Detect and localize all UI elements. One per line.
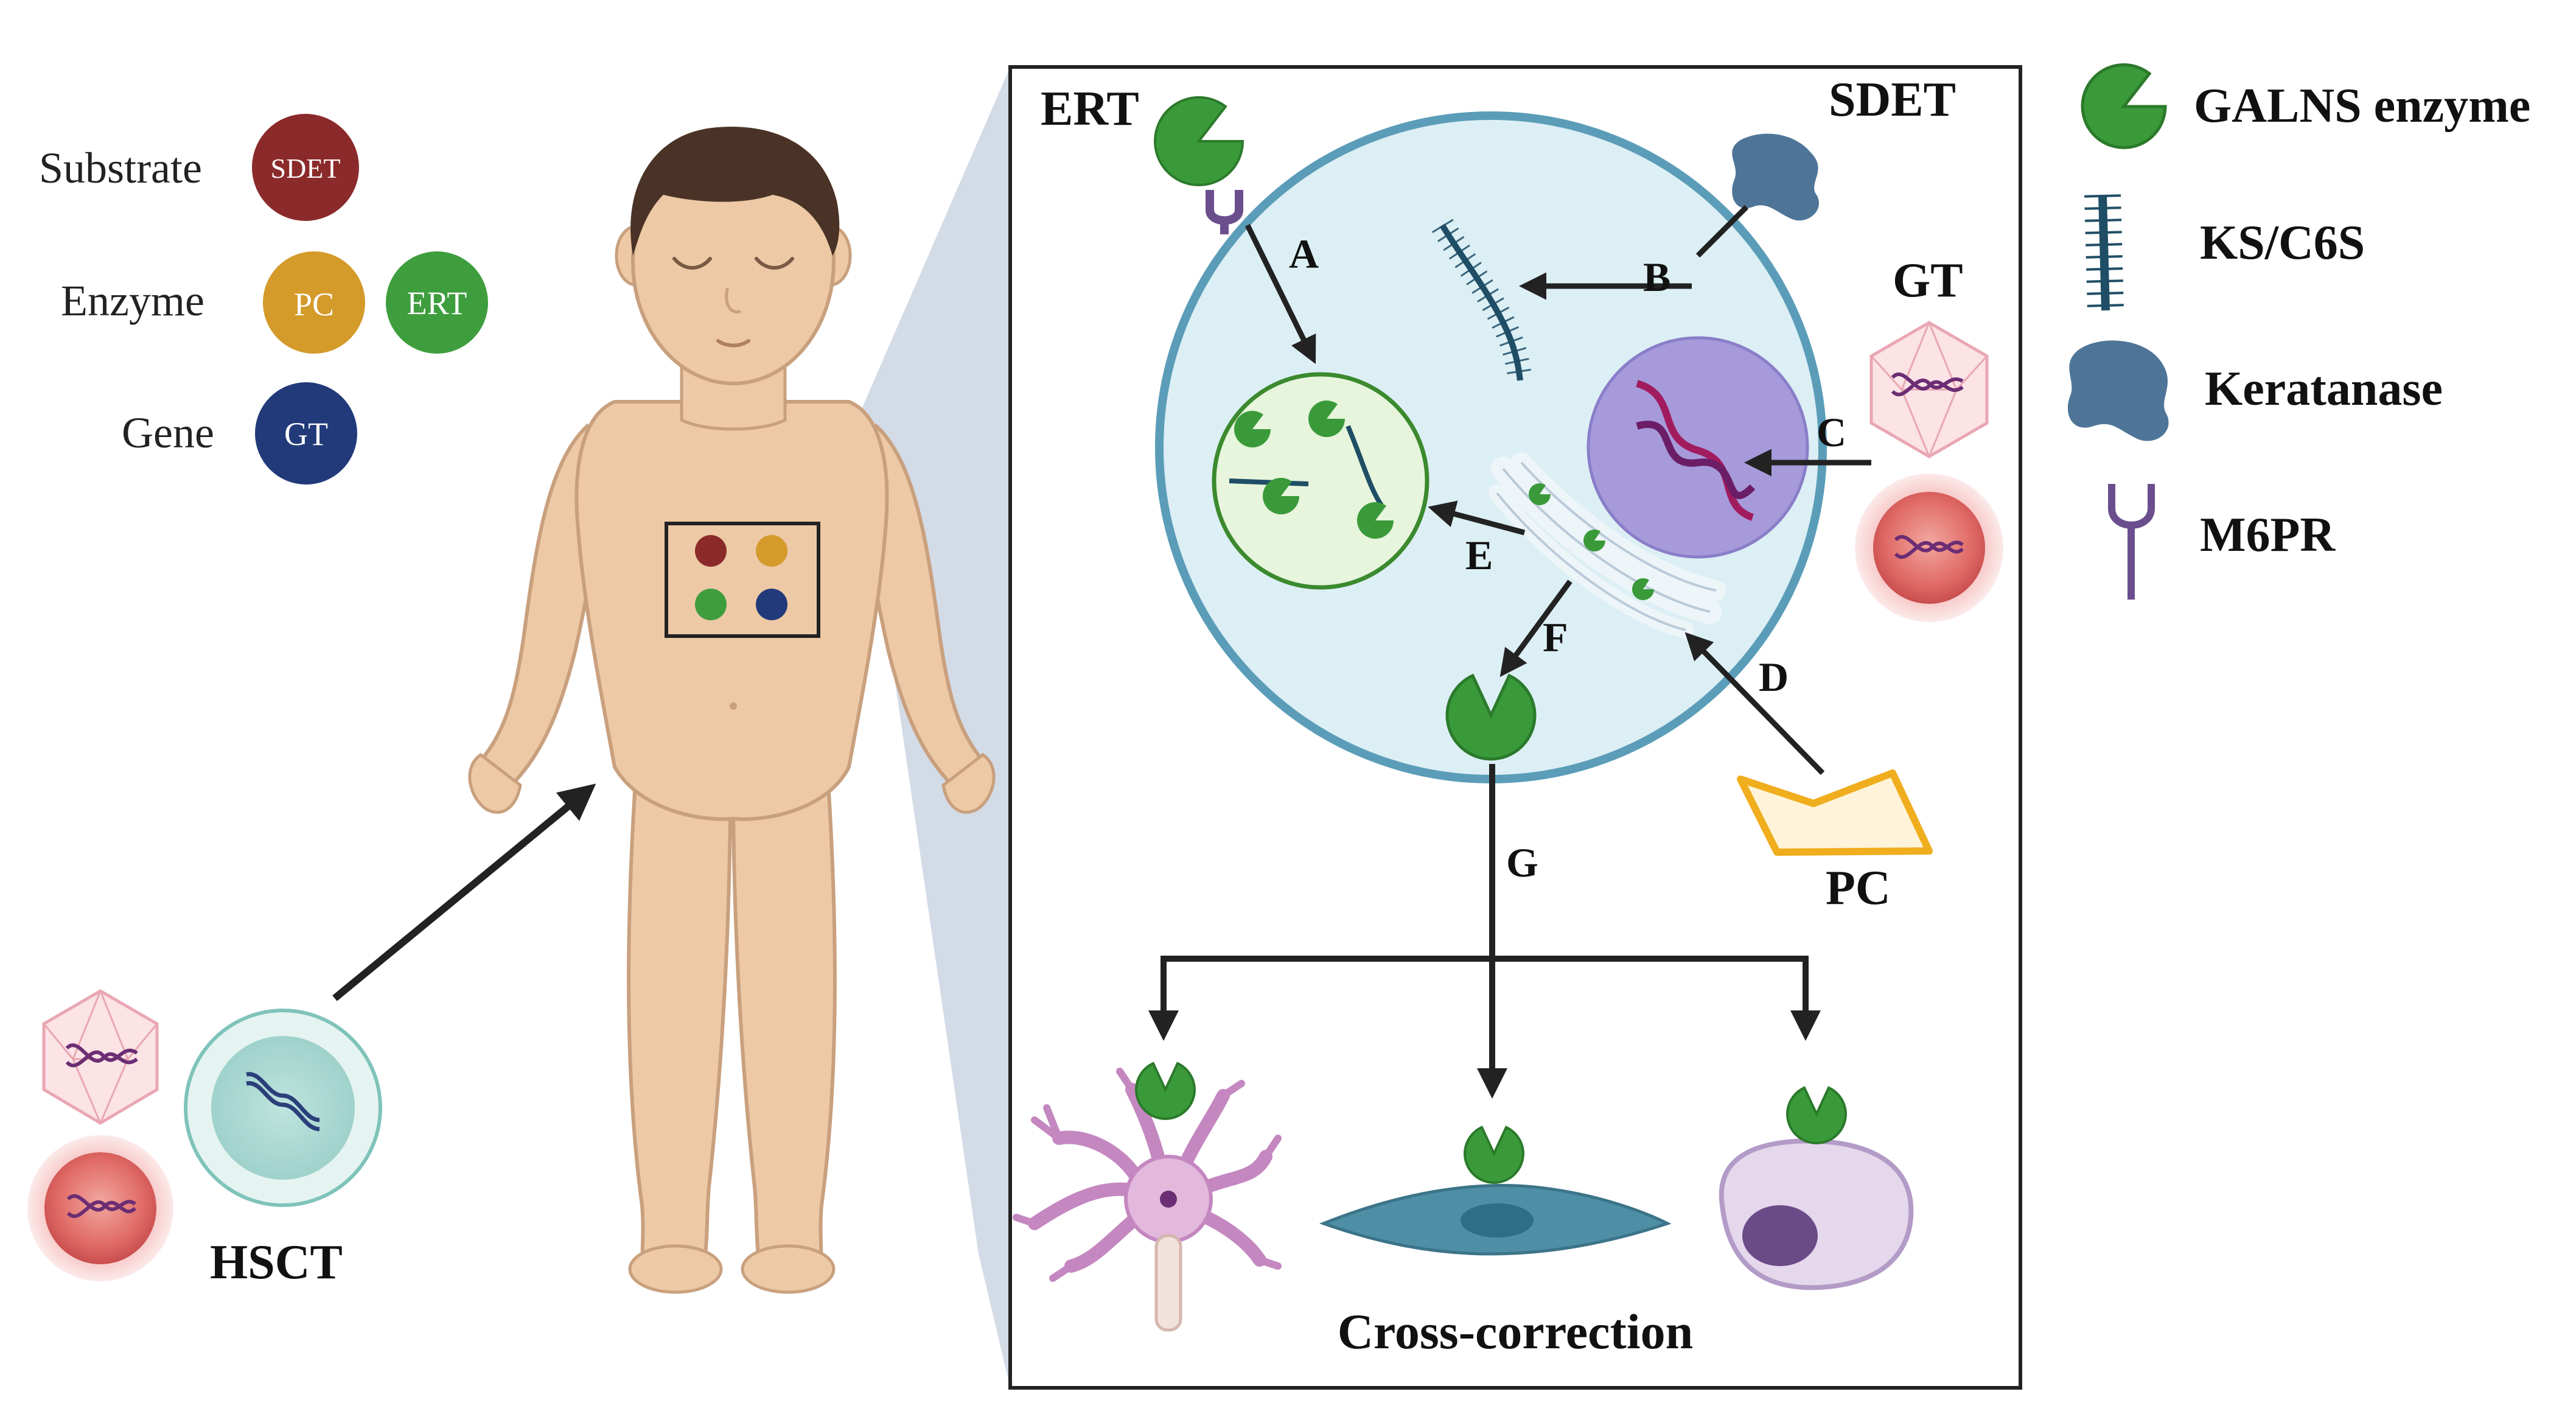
golgi-enzyme-2: [1583, 529, 1605, 551]
arrow-a: [1244, 224, 1316, 365]
dot-ert: [695, 589, 727, 620]
therapy-box: [665, 522, 820, 638]
lysosome-gag-1: [1229, 478, 1309, 486]
legend-enzyme-icon: [2081, 63, 2167, 149]
stem-cell-icon: [184, 1009, 382, 1207]
golgi-enzyme-3: [1632, 578, 1654, 600]
fibroblast-enzyme-icon: [1463, 1125, 1525, 1184]
cross-correction-label: Cross-correction: [1338, 1304, 1693, 1359]
dna-helix-icon: [1636, 380, 1754, 521]
sdet-badge: [252, 114, 359, 221]
ert-label: ERT: [1041, 82, 1139, 136]
dot-pc: [756, 535, 787, 567]
lysosome-enzyme-4: [1356, 502, 1394, 539]
gt-red-cell-icon: [1855, 474, 2003, 622]
substrate-label: Substrate: [39, 144, 202, 192]
dot-sdet: [695, 535, 727, 567]
pc-badge-text: PC: [294, 286, 334, 323]
sdet-label: SDET: [1829, 73, 1956, 127]
lysosome-enzyme-2: [1308, 401, 1346, 438]
chondrocyte-cell: [1719, 1138, 1914, 1290]
neuron-cell: [1013, 1068, 1282, 1332]
right-leg: [731, 771, 837, 1286]
letter-a: A: [1289, 231, 1319, 277]
legend-gag-label: KS/C6S: [2200, 216, 2365, 270]
chondrocyte-enzyme-icon: [1785, 1086, 1848, 1144]
hsct-arrow: [332, 783, 596, 1001]
m6pr-receptor-icon: [1206, 190, 1243, 234]
secreted-enzyme-icon: [1445, 673, 1537, 761]
lysosome-enzyme-1: [1234, 411, 1271, 448]
golgi-enzyme-1: [1529, 483, 1551, 505]
right-foot: [741, 1244, 836, 1294]
legend-enzyme-label: GALNS enzyme: [2194, 79, 2530, 133]
keratanase-icon: [1732, 133, 1820, 221]
ert-badge-text: ERT: [407, 285, 467, 321]
left-hand: [468, 752, 522, 814]
arrow-g-branch: [1161, 956, 1809, 1035]
torso: [574, 400, 889, 821]
sdet-badge-text: SDET: [271, 153, 341, 184]
lysosome: [1212, 372, 1429, 590]
left-leg: [627, 771, 733, 1286]
legend-m6pr-label: M6PR: [2200, 508, 2336, 562]
ert-badge: [386, 251, 488, 354]
golgi-apparatus: [1489, 452, 1726, 639]
pharmacological-chaperone-icon: [1737, 769, 1933, 856]
legend-gag-icon: [2084, 194, 2124, 311]
hsct-label: HSCT: [210, 1236, 343, 1289]
ert-entry: ERT: [1041, 82, 1244, 234]
legend-m6pr-icon: [2108, 484, 2155, 600]
left-eye: [672, 257, 712, 270]
gag-chain-cytoplasm: [1431, 219, 1532, 382]
pc-label: PC: [1826, 861, 1891, 915]
arrow-b-link: [1695, 205, 1749, 258]
enzyme-label: Enzyme: [61, 276, 204, 325]
gt-viral-vector-icon: [1869, 320, 1989, 459]
hair: [630, 127, 840, 256]
arrow-f: [1499, 579, 1572, 677]
gt-badge-text: GT: [284, 416, 328, 452]
letter-d: D: [1759, 654, 1789, 700]
navel: [730, 702, 737, 710]
hsct-group: HSCT: [27, 783, 596, 1289]
neuron-enzyme-icon: [1134, 1062, 1196, 1120]
letter-f: F: [1543, 614, 1568, 660]
red-cell-dna-icon: [27, 1135, 173, 1281]
pc-badge: [263, 251, 365, 354]
dot-gt: [756, 589, 787, 620]
right-legend: GALNS enzyme KS/C6S Keratanase M6PR: [2067, 63, 2530, 600]
nucleus: [1586, 336, 1809, 559]
legend-keratanase-label: Keratanase: [2205, 362, 2443, 416]
arrow-e: [1428, 500, 1526, 536]
letter-e: E: [1465, 532, 1493, 578]
gt-label: GT: [1893, 254, 1963, 307]
gt-badge: [255, 382, 357, 485]
legend-keratanase-icon: [2067, 340, 2169, 441]
lysosome-gag-2: [1346, 425, 1384, 507]
letter-g: G: [1506, 839, 1538, 886]
right-hand: [941, 752, 996, 814]
child-figure: [468, 127, 996, 1294]
nose: [725, 287, 741, 313]
mouth: [716, 339, 750, 348]
gene-label: Gene: [122, 408, 214, 457]
letter-c: C: [1817, 409, 1846, 455]
left-legend: Substrate SDET Enzyme PC ERT Gene GT: [39, 114, 488, 485]
left-foot: [628, 1244, 723, 1294]
letter-b: B: [1643, 254, 1670, 300]
right-eye: [755, 257, 794, 270]
ert-enzyme-icon: [1154, 96, 1244, 186]
arrow-d: [1684, 632, 1825, 775]
lysosome-enzyme-3: [1263, 478, 1300, 515]
viral-vector-icon: [42, 988, 159, 1125]
fibroblast-cell: [1319, 1184, 1672, 1256]
